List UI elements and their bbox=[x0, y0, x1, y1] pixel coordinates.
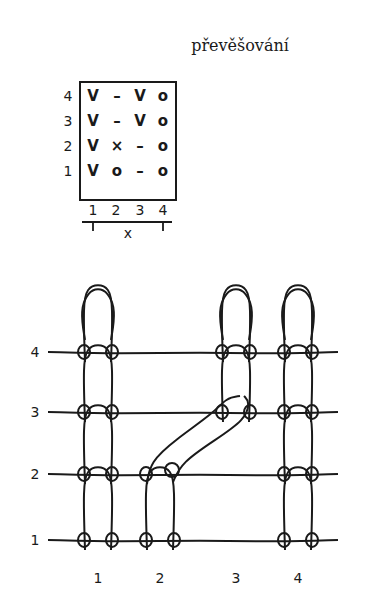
stitch-curl bbox=[278, 533, 290, 547]
chart-symbol: – bbox=[112, 114, 122, 129]
chart-column-number: 2 bbox=[111, 203, 122, 217]
stitch-curl bbox=[106, 533, 118, 547]
course-number: 3 bbox=[30, 405, 41, 419]
stitch-curl bbox=[106, 467, 118, 481]
stitch-curl bbox=[106, 405, 118, 419]
chart-symbol: V bbox=[86, 89, 100, 104]
stitch-curl bbox=[78, 345, 90, 359]
transfer-loop bbox=[147, 396, 240, 484]
transfer-loop bbox=[173, 396, 248, 482]
chart-symbol: V bbox=[86, 139, 100, 154]
course-number: 2 bbox=[30, 467, 41, 481]
stitch-curl bbox=[216, 345, 228, 359]
stitch-curl bbox=[306, 533, 318, 547]
chart-symbol: V bbox=[86, 164, 100, 179]
stitch-curl bbox=[78, 533, 90, 547]
chart-symbol: V bbox=[86, 114, 100, 129]
chart-row-number: 3 bbox=[63, 114, 74, 128]
course-thread bbox=[48, 474, 338, 475]
course-thread bbox=[48, 540, 338, 541]
chart-symbol: – bbox=[112, 89, 122, 104]
stitch-curl bbox=[78, 405, 90, 419]
course-number: 1 bbox=[30, 533, 41, 547]
chart-row-number: 1 bbox=[63, 164, 74, 178]
chart-frame bbox=[80, 82, 176, 200]
top-loop bbox=[282, 289, 314, 340]
wale-number: 2 bbox=[155, 571, 166, 585]
stitch-curl bbox=[278, 345, 290, 359]
stitch-curl bbox=[306, 467, 318, 481]
chart-symbol: V bbox=[133, 114, 147, 129]
stitch-loop bbox=[284, 285, 312, 362]
chart-symbol: V bbox=[133, 89, 147, 104]
chart-symbol: – bbox=[135, 164, 145, 179]
chart-row-number: 2 bbox=[63, 139, 74, 153]
wale-number: 1 bbox=[93, 571, 104, 585]
stitch-loop bbox=[84, 285, 112, 362]
diagram-title: převěšování bbox=[190, 38, 290, 54]
course-thread bbox=[48, 352, 338, 353]
stitch-curl bbox=[306, 405, 318, 419]
stitch-loop bbox=[222, 285, 250, 362]
stitch-curl bbox=[78, 467, 90, 481]
chart-symbol: – bbox=[135, 139, 145, 154]
stitch-curl bbox=[306, 345, 318, 359]
chart-column-number: 3 bbox=[135, 203, 146, 217]
top-loop bbox=[82, 289, 114, 340]
chart-row-number: 4 bbox=[63, 89, 74, 103]
stitch-curl bbox=[106, 345, 118, 359]
stitch-loops bbox=[48, 285, 338, 550]
chart-symbol: o bbox=[157, 139, 169, 154]
transfer-mark: x bbox=[123, 226, 133, 240]
chart-symbol: o bbox=[111, 164, 123, 179]
top-loop bbox=[220, 289, 252, 340]
chart-symbol: o bbox=[157, 164, 169, 179]
chart-symbol: o bbox=[157, 89, 169, 104]
wale-number: 3 bbox=[231, 571, 242, 585]
chart-symbol: o bbox=[157, 114, 169, 129]
course-number: 4 bbox=[30, 345, 41, 359]
chart-column-number: 1 bbox=[88, 203, 99, 217]
stitch-curl bbox=[244, 345, 256, 359]
stitch-curl bbox=[278, 467, 290, 481]
course-thread bbox=[48, 412, 338, 413]
stitch-curl bbox=[140, 533, 152, 547]
stitch-curl bbox=[168, 533, 180, 547]
wale-number: 4 bbox=[293, 571, 304, 585]
chart-symbol: × bbox=[110, 139, 125, 154]
chart-column-number: 4 bbox=[158, 203, 169, 217]
stitch-curl bbox=[278, 405, 290, 419]
